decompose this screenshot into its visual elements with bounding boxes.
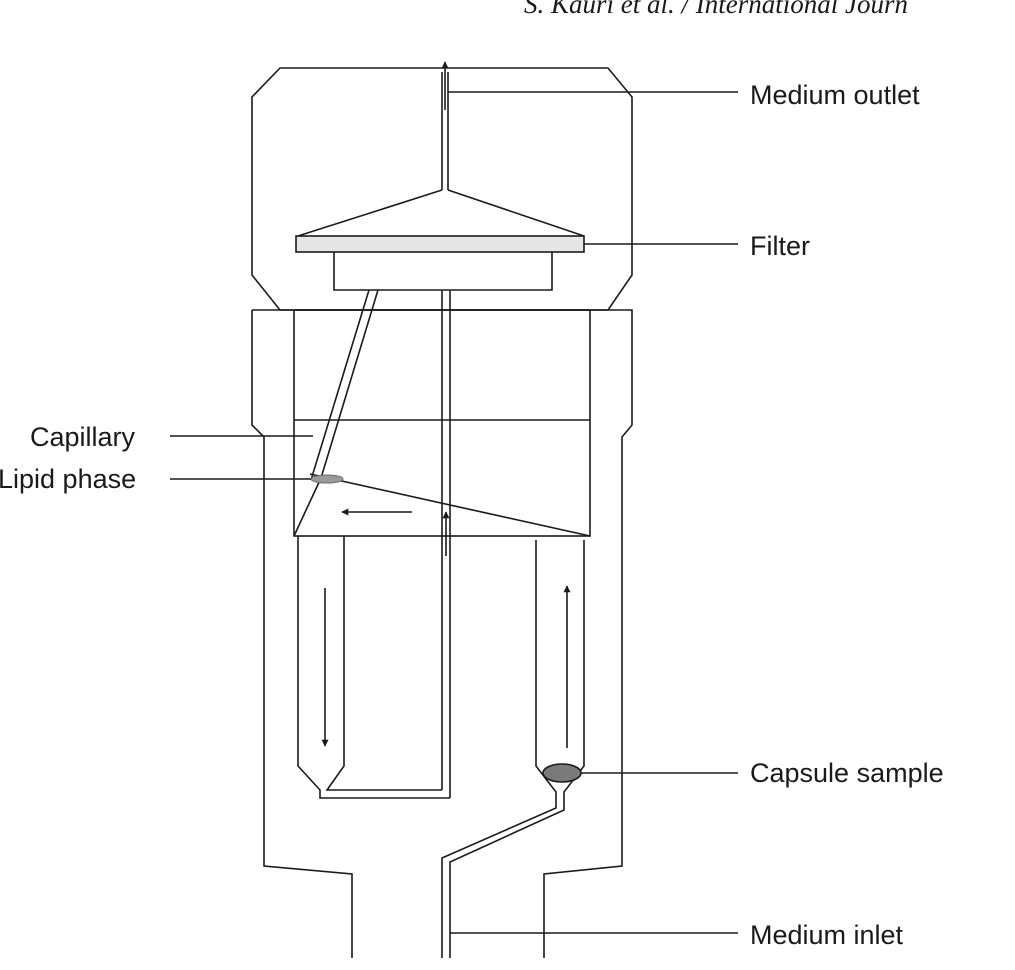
lipid-droplet [310,474,344,484]
label-lipid-phase: Lipid phase [0,464,137,494]
filter-plate [295,235,585,253]
filter-funnel [297,189,585,237]
capillary-tube-left [310,289,370,481]
label-filter: Filter [750,231,810,261]
label-capillary: Capillary [30,422,136,452]
left-tube [297,536,450,799]
outer-body [251,309,633,958]
label-medium-outlet: Medium outlet [750,80,920,110]
chamber-diagonal [293,477,322,537]
right-tube [441,540,585,958]
label-capsule-sample: Capsule sample [750,758,944,788]
capsule-sample-shape [542,763,582,783]
lipid-interface-line [309,473,591,537]
filter-holder [333,252,553,291]
journal-header: S. Kauri et al. / International Journ [524,0,908,19]
capillary-tube-right [320,289,379,479]
label-medium-inlet: Medium inlet [750,920,904,950]
